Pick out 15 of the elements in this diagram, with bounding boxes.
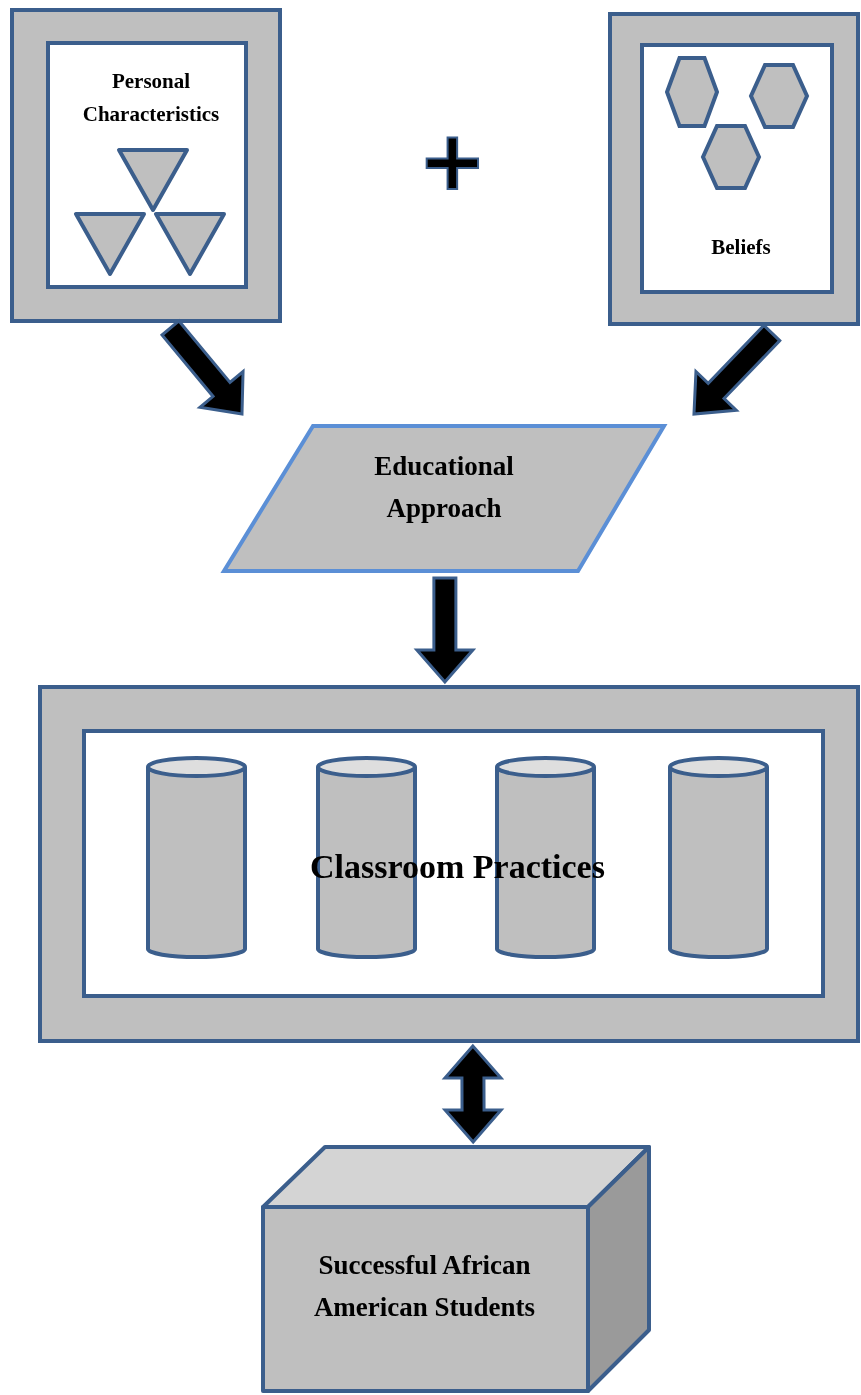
content-box — [640, 43, 834, 294]
content-box — [46, 41, 248, 289]
node-label: Successful African American Students — [312, 1249, 537, 1324]
node-label: Personal Characteristics — [81, 68, 221, 128]
node-label: Beliefs — [711, 234, 771, 261]
frame-box — [10, 8, 282, 323]
node-label: Educational Approach — [373, 450, 515, 525]
frame-box — [608, 12, 860, 326]
plus-sign: + — [418, 120, 487, 202]
block-arrow — [441, 1043, 505, 1145]
block-arrow — [692, 323, 782, 416]
frame-box — [38, 685, 860, 1043]
content-box — [82, 729, 825, 998]
block-arrow — [159, 318, 245, 416]
block-arrow — [413, 576, 477, 685]
